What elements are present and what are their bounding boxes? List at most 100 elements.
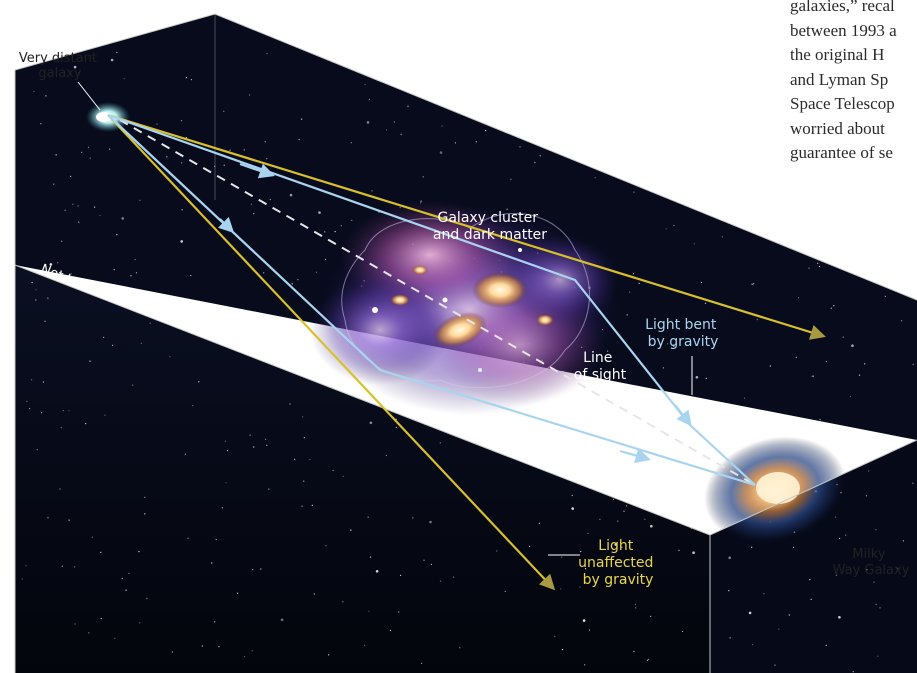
light-paths (107, 113, 826, 591)
star (116, 51, 118, 54)
star (633, 410, 636, 414)
box-edges (14, 13, 917, 673)
star (121, 217, 124, 220)
star (534, 161, 536, 164)
star (187, 537, 189, 539)
star (266, 158, 268, 160)
star (439, 442, 441, 444)
star (632, 273, 635, 275)
star (561, 556, 563, 558)
star (61, 565, 63, 567)
star (429, 520, 432, 524)
star (817, 262, 819, 264)
star (594, 418, 596, 420)
milky-way-label: Milky Way Galaxy (833, 547, 910, 578)
star (896, 567, 898, 570)
star (650, 615, 652, 618)
star (571, 507, 574, 510)
star (36, 449, 38, 451)
star (810, 598, 812, 601)
star (313, 593, 315, 595)
star (135, 272, 138, 274)
star (78, 221, 80, 223)
star (324, 258, 327, 260)
star (171, 651, 174, 653)
star (237, 592, 239, 594)
star (47, 297, 49, 299)
star (340, 225, 342, 227)
star (729, 637, 731, 639)
star (422, 176, 424, 178)
star (134, 258, 136, 261)
star (774, 664, 776, 666)
star (94, 206, 96, 208)
star (614, 543, 617, 546)
star (569, 439, 573, 443)
star (589, 388, 591, 390)
star (686, 447, 688, 450)
star (571, 494, 573, 497)
star (289, 403, 291, 405)
star (72, 203, 74, 205)
article-text-fragment: galaxies,” recal between 1993 a the orig… (790, 0, 917, 166)
star (673, 224, 675, 227)
star (223, 110, 225, 112)
star (496, 550, 498, 552)
star (700, 281, 703, 283)
star (125, 589, 127, 591)
star (45, 95, 47, 97)
star (579, 586, 581, 588)
star (623, 510, 625, 512)
star (41, 412, 43, 414)
star (684, 482, 686, 485)
star (166, 156, 168, 158)
star (40, 123, 42, 125)
star (70, 273, 72, 275)
star (835, 516, 837, 518)
star (302, 416, 304, 418)
star (169, 356, 171, 358)
star (763, 593, 765, 595)
star (704, 302, 707, 304)
star (174, 301, 176, 303)
star (845, 534, 847, 536)
star (223, 164, 225, 166)
star (181, 209, 183, 211)
star (181, 162, 183, 164)
star (251, 650, 253, 652)
star (294, 458, 296, 460)
star (665, 228, 667, 230)
star (751, 546, 753, 548)
star (809, 579, 811, 581)
star (226, 450, 229, 452)
star (252, 569, 254, 571)
star (44, 320, 46, 322)
star (364, 83, 366, 86)
star (325, 545, 327, 547)
star (368, 98, 370, 100)
star (104, 414, 106, 416)
star (692, 506, 694, 508)
star (144, 513, 146, 515)
star (618, 485, 620, 488)
bent-light-lower (107, 114, 756, 487)
star (138, 551, 140, 553)
star (441, 125, 443, 127)
star (459, 647, 461, 649)
light-unaffected-label: Light unaffected by gravity (578, 538, 658, 588)
article-line: the original H (790, 45, 885, 64)
star (728, 590, 730, 592)
star (808, 267, 810, 269)
star (89, 157, 91, 159)
star (612, 498, 615, 500)
star (898, 568, 900, 570)
star (673, 345, 675, 347)
star (617, 520, 619, 522)
star (68, 519, 70, 521)
star (113, 269, 115, 271)
star (852, 671, 854, 673)
star (626, 314, 628, 316)
star (756, 319, 758, 321)
box-side-face (710, 440, 917, 673)
star (912, 482, 914, 484)
